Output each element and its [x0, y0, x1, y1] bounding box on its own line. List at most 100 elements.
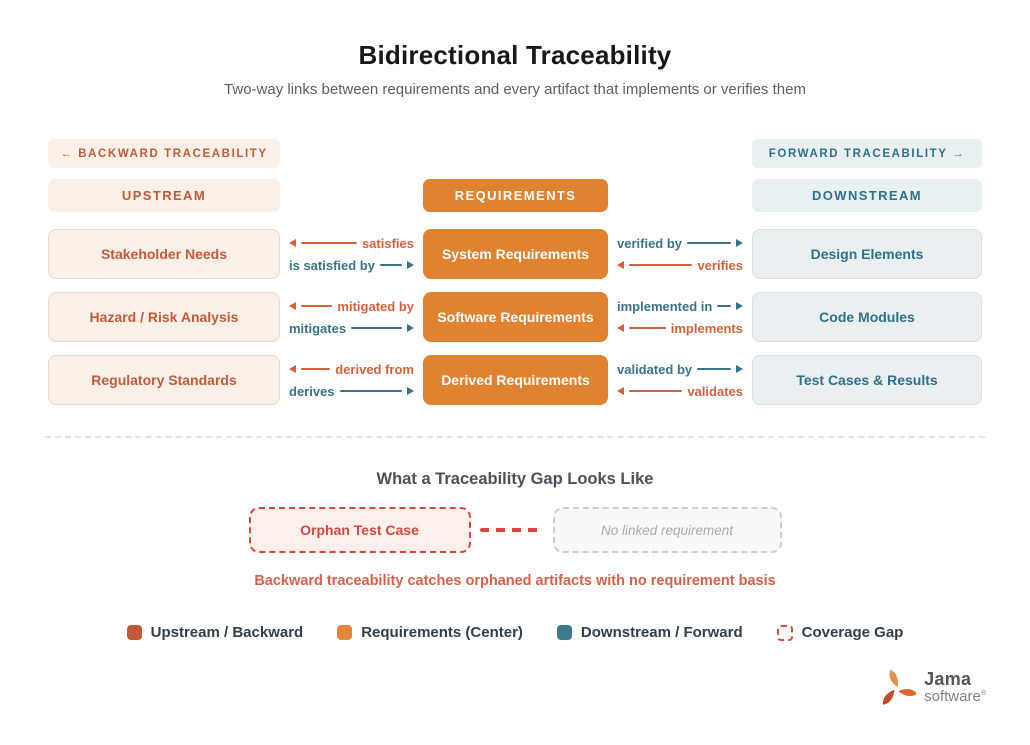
forward-link: implemented in [617, 298, 744, 314]
logo-text: Jama software® [924, 668, 986, 705]
link-line [301, 242, 357, 244]
link-line [339, 390, 402, 392]
link-line [301, 368, 331, 370]
backward-link: verifies [617, 258, 743, 273]
requirement-box: System Requirements [423, 229, 608, 279]
forward-link: is satisfied by [289, 258, 414, 273]
link-line [629, 390, 683, 392]
upstream-box: Stakeholder Needs [48, 229, 280, 279]
orphan-test-case-box: Orphan Test Case [248, 507, 471, 553]
arrow-right-icon [407, 387, 414, 395]
gap-dashed-line [479, 528, 544, 532]
legend-item-requirements: Requirements (Center) [337, 624, 523, 641]
upstream-box: Regulatory Standards [48, 355, 280, 405]
link-label: validates [687, 383, 743, 399]
link-line [687, 242, 731, 244]
forward-link: verified by [617, 236, 743, 251]
logo-sub-label: software [924, 687, 981, 705]
arrow-left-icon [617, 387, 624, 395]
arrow-right-icon [736, 239, 743, 247]
backward-traceability-banner: ← BACKWARD TRACEABILITY [48, 139, 280, 168]
left-connector: derived from derives [280, 355, 423, 405]
link-line [629, 264, 693, 266]
backward-link: mitigated by [289, 299, 414, 314]
legend: Upstream / Backward Requirements (Center… [0, 624, 1030, 641]
link-line [301, 305, 333, 307]
trace-row: Regulatory Standards derived from derive… [48, 355, 982, 405]
right-connector: validated by validates [608, 355, 752, 405]
jama-logo-icon [882, 669, 917, 705]
downstream-swatch-icon [556, 625, 572, 640]
legend-label: Requirements (Center) [361, 624, 523, 641]
link-label: derives [289, 383, 335, 399]
link-line [717, 305, 732, 307]
section-divider [45, 436, 985, 438]
gap-example-row: Orphan Test Case No linked requirement [0, 507, 1030, 553]
downstream-box: Test Cases & Results [752, 355, 982, 405]
requirement-box: Software Requirements [423, 292, 608, 342]
arrow-right-icon [407, 324, 414, 332]
link-label: mitigates [289, 320, 347, 336]
backward-link: implements [617, 321, 743, 336]
logo-name: Jama [924, 668, 972, 689]
link-line [351, 327, 402, 329]
backward-link: derived from [289, 362, 414, 377]
upstream-swatch-icon [126, 625, 142, 640]
gap-caption: Backward traceability catches orphaned a… [254, 573, 776, 589]
legend-item-coverage-gap: Coverage Gap [776, 624, 904, 641]
forward-link: mitigates [289, 321, 414, 336]
link-label: satisfies [361, 235, 414, 251]
no-linked-requirement-box: No linked requirement [552, 507, 782, 553]
left-connector: satisfies is satisfied by [280, 229, 423, 279]
coverage-gap-swatch-icon [776, 624, 793, 641]
downstream-box: Code Modules [752, 292, 982, 342]
gap-section-title: What a Traceability Gap Looks Like [376, 470, 654, 488]
link-label: derived from [335, 361, 414, 377]
requirements-swatch-icon [337, 625, 353, 640]
page-title: Bidirectional Traceability [358, 40, 672, 70]
legend-item-upstream: Upstream / Backward [126, 624, 304, 641]
link-label: implements [670, 320, 743, 336]
forward-traceability-banner: FORWARD TRACEABILITY → [752, 139, 982, 168]
legend-item-downstream: Downstream / Forward [556, 624, 743, 641]
arrow-left-icon [617, 261, 624, 269]
upstream-column-header: UPSTREAM [48, 179, 280, 212]
downstream-box: Design Elements [752, 229, 982, 279]
link-line [629, 327, 666, 329]
arrow-left-icon [617, 324, 624, 332]
link-label: implemented in [617, 298, 713, 314]
link-label: verifies [697, 257, 743, 273]
legend-label: Coverage Gap [801, 624, 904, 641]
logo-subname: software® [924, 687, 986, 705]
requirements-column-header: REQUIREMENTS [423, 179, 608, 212]
arrow-right-icon [736, 302, 744, 310]
backward-link: validates [617, 384, 743, 399]
arrow-right-icon [407, 261, 414, 269]
legend-label: Upstream / Backward [150, 624, 304, 641]
left-connector: mitigated by mitigates [280, 292, 423, 342]
trace-row: Hazard / Risk Analysis mitigated by miti… [48, 292, 982, 342]
link-line [697, 368, 731, 370]
downstream-column-header: DOWNSTREAM [752, 179, 982, 212]
requirement-box: Derived Requirements [423, 355, 608, 405]
arrow-left-icon [289, 365, 296, 373]
trace-row: Stakeholder Needs satisfies is satisfied… [48, 229, 982, 279]
forward-link: derives [289, 384, 414, 399]
arrow-left-icon [289, 302, 296, 310]
right-connector: implemented in implements [608, 292, 752, 342]
link-line [379, 264, 402, 266]
jama-software-logo: Jama software® [876, 666, 986, 708]
legend-label: Downstream / Forward [580, 624, 743, 641]
page-subtitle: Two-way links between requirements and e… [224, 81, 806, 98]
upstream-box: Hazard / Risk Analysis [48, 292, 280, 342]
link-label: is satisfied by [289, 257, 375, 273]
link-label: verified by [617, 235, 683, 251]
forward-link: validated by [617, 362, 743, 377]
link-label: validated by [617, 361, 693, 377]
backward-link: satisfies [289, 236, 414, 251]
right-connector: verified by verifies [608, 229, 752, 279]
arrow-left-icon [289, 239, 296, 247]
link-label: mitigated by [337, 298, 414, 314]
registered-mark: ® [980, 689, 986, 697]
